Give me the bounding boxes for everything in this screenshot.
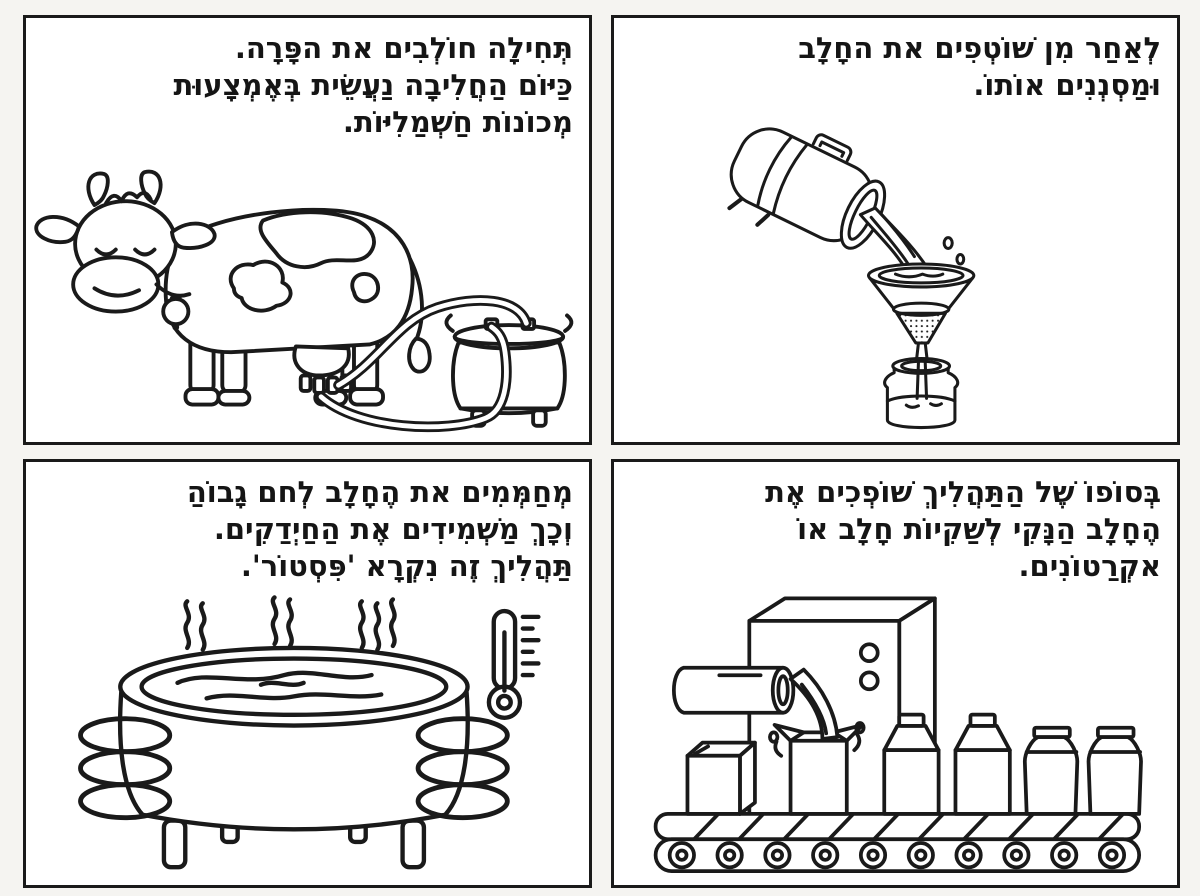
- filling-stream: [768, 667, 866, 758]
- cow-collar: [154, 282, 192, 298]
- cow-hair-tuft: [104, 190, 153, 206]
- droplet: [854, 720, 866, 734]
- stream-in-jar: [915, 360, 920, 400]
- panel-pasteurizing: מְחַמְּמִים את הֶחָלָב לְחם גָבוֹהַ וְכָ…: [23, 458, 592, 888]
- panel-milking-art: [26, 143, 589, 442]
- caption-line: תְּחִילָה חוֹלְבִים את הפָּרָה.: [234, 31, 573, 65]
- thermometer-icon: [486, 608, 541, 720]
- caption-line: תַּהֲלִיךְ זֶה נִקְרָא 'פִּסְטוֹר'.: [240, 548, 573, 583]
- milk-surface: [885, 394, 957, 403]
- caption-line: מְחַמְּמִים את הֶחָלָב לְחם גָבוֹהַ: [186, 474, 573, 509]
- heating-vat-illustration: [78, 594, 541, 869]
- splash: [773, 739, 784, 758]
- splash: [852, 731, 862, 752]
- strainer-funnel: [866, 262, 976, 363]
- glass-jar: [883, 357, 960, 430]
- strain-milk-illustration: [727, 127, 976, 430]
- gable-top-carton: [882, 712, 941, 816]
- cow-head: [34, 169, 217, 331]
- droplet: [942, 236, 954, 250]
- droplet: [768, 730, 780, 744]
- milk-pouch: [1022, 725, 1080, 816]
- panel-straining: לְאַחַר מִן שׁוֹטְפִים את החָלָב וּמַסְנ…: [611, 15, 1180, 445]
- gable-top-carton: [953, 712, 1012, 816]
- caption-line: אקְרַטוֹנִים.: [1018, 548, 1161, 583]
- panel-packaging-art: [614, 587, 1177, 886]
- cow-eye-right: [133, 247, 157, 257]
- caption-line: בְּסוֹפוֹ שֶׁל הַתַּהֲלִיךְ שׁוֹפְכִים א…: [765, 474, 1161, 509]
- milk-churn: [727, 127, 887, 250]
- panel-milking-caption: תְּחִילָה חוֹלְבִים את הפָּרָה. כַּיּוֹם…: [26, 18, 589, 143]
- milk-wave: [204, 691, 384, 701]
- droplet: [955, 253, 966, 266]
- caption-line: הֶחָלָב הַנָּקִי לְשַׁקִיוֹת חָלָב אוֹ: [797, 511, 1161, 546]
- open-carton-empty: [685, 740, 757, 816]
- cow-milking-illustration: [34, 169, 574, 433]
- milk-stream: [858, 206, 966, 273]
- milk-wave: [175, 670, 374, 685]
- cow-eye-left: [94, 247, 118, 257]
- caption-line: כַּיּוֹם הַחֲלִיבָה נַעֲשֵׂית בְּאֶמְצָע…: [173, 68, 574, 102]
- panel-milking: תְּחִילָה חוֹלְבִים את הפָּרָה. כַּיּוֹם…: [23, 15, 592, 445]
- panel-pasteurizing-caption: מְחַמְּמִים את הֶחָלָב לְחם גָבוֹהַ וְכָ…: [26, 462, 589, 587]
- caption-line: מְכוֹנוֹת חַשְׁמַלִיּוֹת.: [342, 105, 573, 139]
- milking-hoses: [315, 295, 532, 433]
- cow-legs: [183, 332, 385, 407]
- cow-smile: [92, 286, 141, 298]
- panel-straining-caption: לְאַחַר מִן שׁוֹטְפִים את החָלָב וּמַסְנ…: [614, 18, 1177, 106]
- packaging-line-illustration: [653, 595, 1143, 873]
- cow-bell: [161, 297, 191, 327]
- conveyor-belt: [653, 811, 1142, 873]
- vat-body: [117, 645, 470, 831]
- caption-line: לְאַחַר מִן שׁוֹטְפִים את החָלָב: [798, 31, 1161, 65]
- milk-pouch: [1086, 725, 1143, 816]
- panel-packaging-caption: בְּסוֹפוֹ שֶׁל הַתַּהֲלִיךְ שׁוֹפְכִים א…: [614, 462, 1177, 587]
- steam-squiggles: [183, 594, 397, 652]
- panel-straining-art: [614, 106, 1177, 442]
- cow-tail: [407, 257, 432, 374]
- caption-line: וּמַסְנְנִים אוֹתוֹ.: [973, 68, 1161, 102]
- panel-pasteurizing-art: [26, 587, 589, 886]
- caption-line: וְכָךְ מַשְׁמִידִים אֶת הַחַיְדַקִים.: [213, 511, 573, 546]
- heating-coils: [78, 715, 510, 820]
- panel-packaging: בְּסוֹפוֹ שֶׁל הַתַּהֲלִיךְ שׁוֹפְכִים א…: [611, 458, 1180, 888]
- rollers: [667, 840, 1127, 869]
- filler-pipe: [672, 665, 796, 715]
